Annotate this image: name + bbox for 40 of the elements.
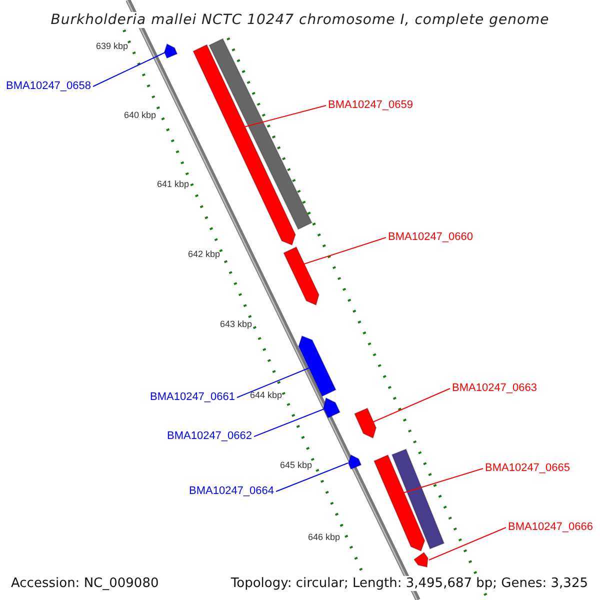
gene-label: BMA10247_0665 xyxy=(485,463,570,474)
gene-label: BMA10247_0666 xyxy=(508,522,594,533)
gene-block xyxy=(298,335,336,397)
gene-block xyxy=(283,246,320,306)
gene-label: BMA10247_0663 xyxy=(452,383,538,394)
tick-label: 645 kbp xyxy=(280,461,312,470)
gene-block xyxy=(322,397,341,418)
gene-block xyxy=(354,408,377,439)
gene-label: BMA10247_0658 xyxy=(6,81,92,92)
tick-label: 641 kbp xyxy=(156,180,189,189)
gene-block xyxy=(192,44,296,246)
gene-block xyxy=(164,43,178,59)
tick-label: 639 kbp xyxy=(96,42,128,51)
leader-line xyxy=(372,388,450,422)
leader-line xyxy=(92,52,166,87)
accession-text: Accession: NC_009080 xyxy=(9,576,161,591)
gene-block xyxy=(373,454,426,552)
tick-label: 640 kbp xyxy=(124,111,156,120)
tick-label: 646 kbp xyxy=(308,533,340,542)
leader-line xyxy=(254,408,324,437)
gene-label: BMA10247_0660 xyxy=(388,232,474,243)
chart-title: Burkholderia mallei NCTC 10247 chromosome I, complete genome xyxy=(48,12,552,28)
leader-line xyxy=(276,462,348,492)
genome-summary-text: Topology: circular; Length: 3,495,687 bp; Genes: 3,325 xyxy=(228,576,590,591)
tick-label: 642 kbp xyxy=(188,250,220,259)
gene-label: BMA10247_0662 xyxy=(167,431,252,442)
gene-label: BMA10247_0661 xyxy=(150,392,236,403)
gene-block xyxy=(413,552,428,568)
gene-label: BMA10247_0664 xyxy=(189,486,274,497)
feature-bar xyxy=(391,448,445,550)
leader-line xyxy=(236,368,310,398)
tick-label: 644 kbp xyxy=(250,391,282,400)
tick-label: 643 kbp xyxy=(220,320,252,329)
gene-label: BMA10247_0659 xyxy=(328,100,414,111)
feature-bar xyxy=(208,38,312,230)
leader-line xyxy=(304,237,386,264)
leader-line xyxy=(244,105,326,128)
leader-line xyxy=(402,468,484,494)
leader-line xyxy=(428,527,506,560)
gene-block xyxy=(348,454,362,470)
